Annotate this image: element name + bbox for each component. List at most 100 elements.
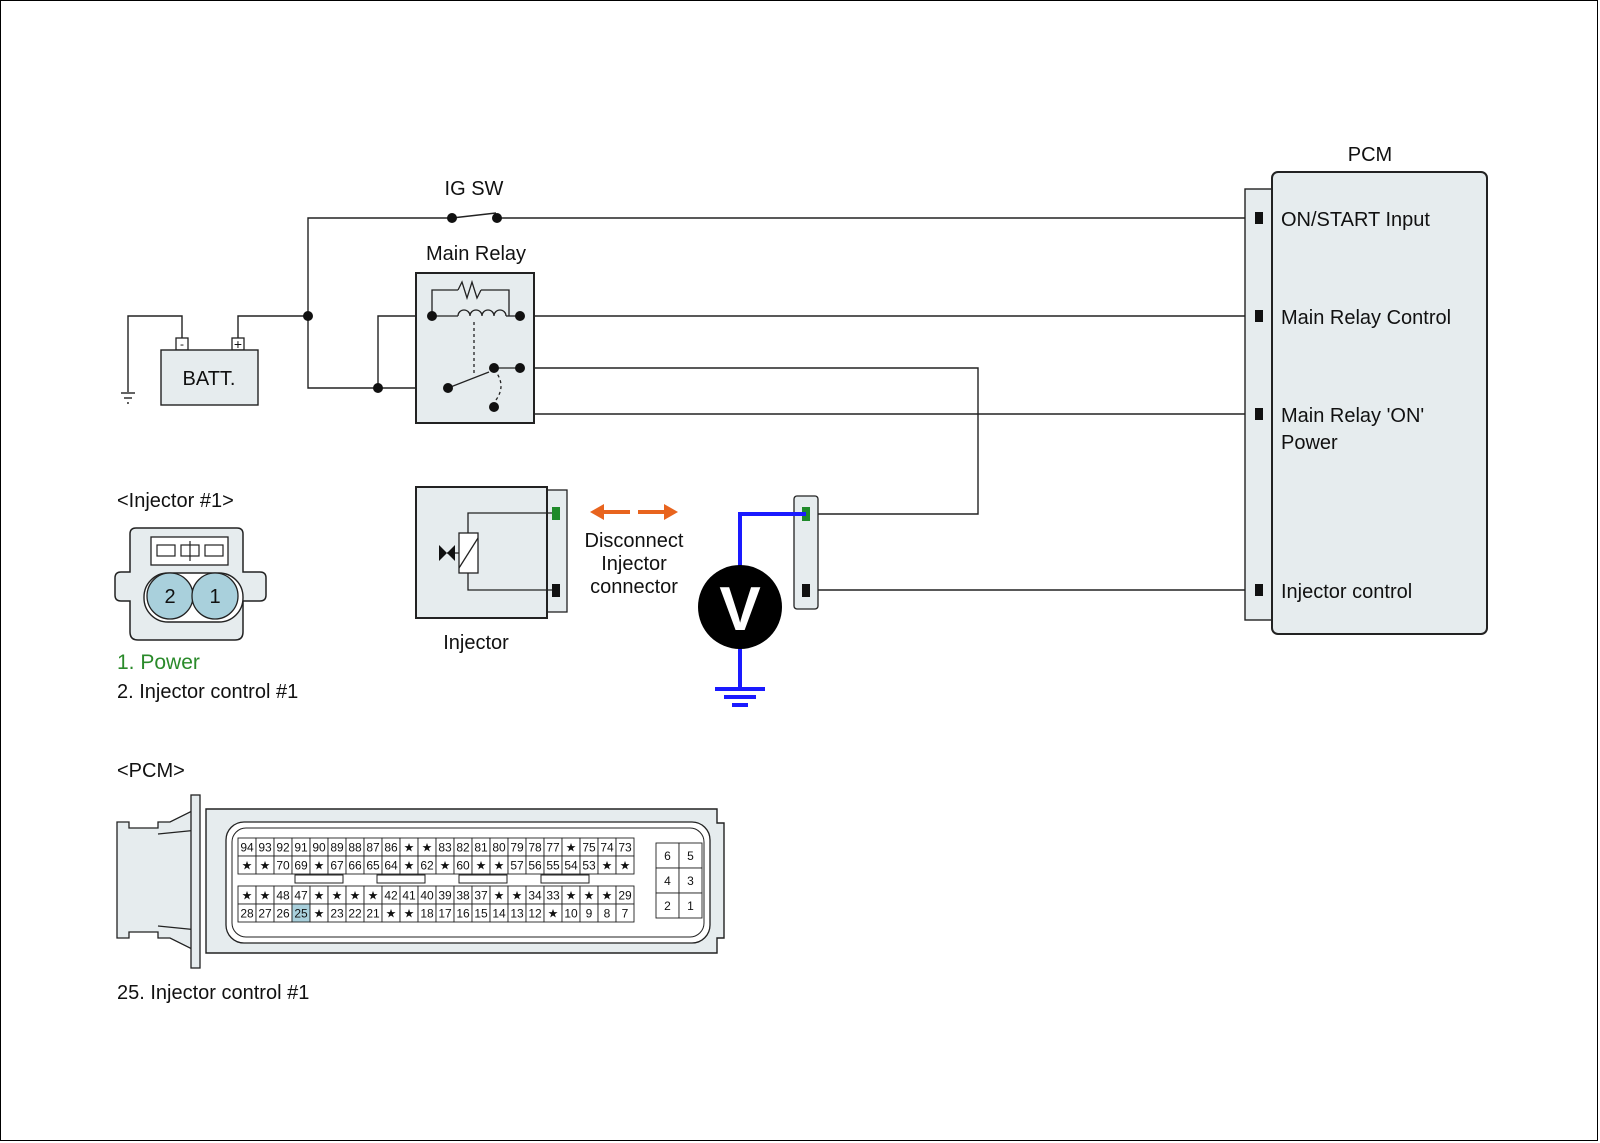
pcm-module: PCM ON/START Input Main Relay Control Ma… [1244, 144, 1488, 635]
pcm-pin-label: 65 [366, 859, 380, 873]
wires [121, 212, 1256, 591]
pcm-pin-cell [615, 903, 635, 923]
injector-legend-power: 1. Power [117, 651, 200, 674]
pcm-pin-label: 29 [618, 889, 632, 903]
pcm-pin-label: 54 [564, 859, 578, 873]
pcm-side-pin-label: 1 [687, 899, 694, 913]
pcm-pin-label: ★ [314, 907, 325, 921]
pcm-pin-label: ★ [386, 907, 397, 921]
injector-legend-control: 2. Injector control #1 [117, 681, 298, 703]
battery-body [160, 349, 259, 406]
pcm-pin-label: 94 [240, 841, 254, 855]
pcm-pin-label: ★ [566, 889, 577, 903]
disconnect-label-line1: Disconnect [585, 530, 684, 552]
pcm-pin-cell [615, 855, 635, 875]
pcm-label-main-relay-on-line2: Power [1281, 432, 1338, 454]
pcm-pin-label: 77 [546, 841, 560, 855]
relay-coil [457, 309, 507, 317]
arrow-right-head [664, 504, 678, 520]
injector-pin-control [552, 584, 560, 597]
pcm-pin-label: ★ [404, 859, 415, 873]
wire-relay-output [494, 367, 979, 515]
wire-batt-ground [127, 315, 183, 392]
pcm-pin-label: 25 [294, 907, 308, 921]
pcm-pin-label: ★ [476, 859, 487, 873]
pcm-connector-strip [1244, 188, 1274, 621]
relay-node-output [515, 363, 525, 373]
pcm-pin-label: 17 [438, 907, 452, 921]
pcm-pin-label: ★ [602, 889, 613, 903]
battery-minus-sign: - [180, 337, 184, 351]
junction-relay-feed [373, 383, 383, 393]
harness-pin-control [802, 584, 810, 597]
relay-node-common [443, 383, 453, 393]
pcm-label-main-relay-control: Main Relay Control [1281, 307, 1451, 329]
pcm-pin-injector-control [1255, 584, 1263, 596]
pcm-pin-label: 26 [276, 907, 290, 921]
pcm-pin-label: 18 [420, 907, 434, 921]
pcm-side-pin-label: 5 [687, 849, 694, 863]
pcm-pin-label: 57 [510, 859, 524, 873]
pcm-pin-main-relay-on [1255, 408, 1263, 420]
injector-label: Injector [443, 632, 509, 654]
lock-slot-3 [204, 544, 224, 557]
pcm-key-2 [376, 874, 426, 884]
pcm-title: PCM [1348, 144, 1392, 166]
pcm-pin-label: 28 [240, 907, 254, 921]
pcm-pin-label: 91 [294, 841, 308, 855]
injector-connector-view: <Injector #1> 2 1 1. Power 2. Injector c… [114, 490, 298, 703]
battery-label: BATT. [183, 368, 236, 390]
relay-contact-arm [447, 371, 490, 389]
pcm-pin-label: ★ [566, 841, 577, 855]
injector-wire-bottom [467, 573, 552, 591]
pcm-pin-label: 64 [384, 859, 398, 873]
pcm-body [1271, 171, 1488, 635]
pcm-pin-label: 73 [618, 841, 632, 855]
pcm-pin-label: 55 [546, 859, 560, 873]
pcm-pin-label: 21 [366, 907, 380, 921]
battery: - + BATT. [160, 336, 259, 406]
pcm-pin-label: 92 [276, 841, 290, 855]
pcm-label-on-start: ON/START Input [1281, 209, 1430, 231]
pcm-pin-label: 86 [384, 841, 398, 855]
pcm-pin-label: 70 [276, 859, 290, 873]
pcm-pin-label: ★ [242, 889, 253, 903]
pcm-pin-label: ★ [620, 859, 631, 873]
relay-resistor-lead-right [481, 289, 510, 316]
arrow-left-head [590, 504, 604, 520]
harness-connector-body [793, 495, 819, 610]
main-relay-box [415, 272, 535, 424]
pcm-pin-label: 15 [474, 907, 488, 921]
wire-batt-to-igsw [307, 217, 452, 313]
voltmeter-probes [715, 512, 806, 707]
pcm-pin-label: 82 [456, 841, 470, 855]
pcm-pin-label: ★ [512, 889, 523, 903]
pcm-pin-label: 90 [312, 841, 326, 855]
injector-connector-title: <Injector #1> [117, 490, 234, 512]
disconnect-label-line3: connector [590, 576, 678, 598]
pcm-pin-label: ★ [260, 889, 271, 903]
pcm-pin-label: 41 [402, 889, 416, 903]
pcm-pin-label: ★ [422, 841, 433, 855]
pcm-pin-label: ★ [368, 889, 379, 903]
pcm-pin-label: ★ [242, 859, 253, 873]
pcm-pin-label: 27 [258, 907, 272, 921]
pcm-pin-label: 23 [330, 907, 344, 921]
pcm-pin-label: 56 [528, 859, 542, 873]
pcm-pin-label: 10 [564, 907, 578, 921]
pcm-pin-label: 48 [276, 889, 290, 903]
pcm-pin-label: 39 [438, 889, 452, 903]
pcm-pin-label: 74 [600, 841, 614, 855]
pcm-pin-label: ★ [404, 907, 415, 921]
pcm-pin-label: 69 [294, 859, 308, 873]
relay-resistor [457, 279, 482, 301]
injector-wire-top [467, 512, 552, 533]
pcm-pin-label: 40 [420, 889, 434, 903]
pcm-pin-label: 13 [510, 907, 524, 921]
injector-cavity-pin-1 [191, 572, 239, 620]
ig-sw-terminal-1 [447, 213, 457, 223]
pcm-pin-label: ★ [584, 889, 595, 903]
pcm-pin-main-relay-control [1255, 310, 1263, 322]
